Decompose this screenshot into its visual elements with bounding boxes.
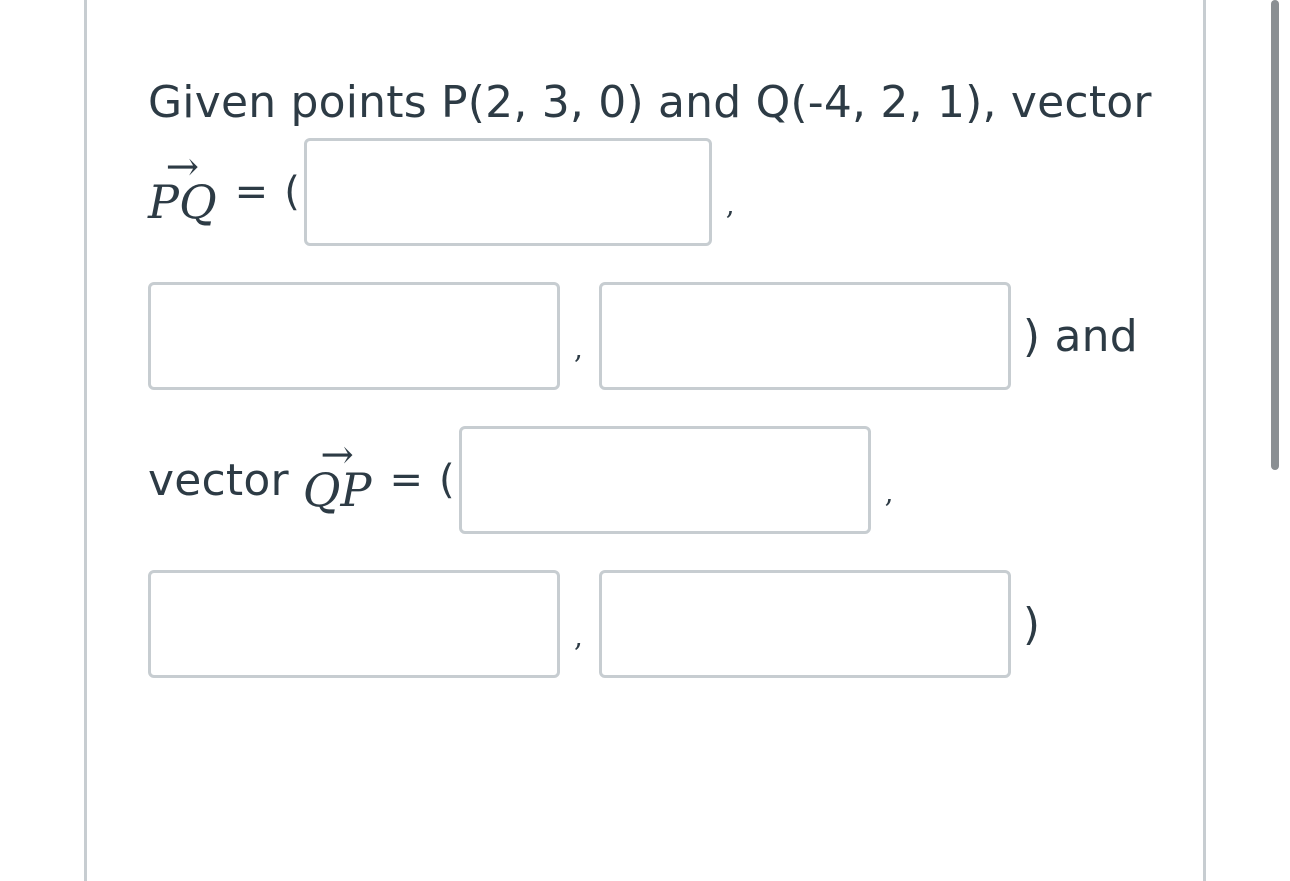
question-intro: Given points P(2, 3, 0) and Q(-4, 2, 1),…	[148, 76, 1152, 128]
vector-arrow-icon: →	[165, 144, 200, 190]
qp-x-input[interactable]	[458, 426, 871, 534]
pq-y-input[interactable]	[148, 282, 560, 390]
comma: ,	[884, 475, 894, 509]
pq-line: → PQ = ( ,	[148, 136, 735, 248]
scrollbar[interactable]	[1268, 0, 1282, 881]
qp-line: vector → QP = ( ,	[148, 424, 893, 536]
pq-x-input[interactable]	[303, 138, 712, 246]
pq-line-2: , ) and	[148, 280, 1138, 392]
vector-arrow-icon: →	[320, 432, 354, 478]
close-paren: )	[1022, 598, 1041, 650]
pq-letters: PQ	[148, 175, 217, 229]
qp-vector-label: → QP	[302, 435, 372, 517]
content-border-right	[1203, 0, 1206, 881]
content-border-left	[84, 0, 87, 881]
qp-z-input[interactable]	[598, 570, 1011, 678]
qp-line-2: , )	[148, 568, 1040, 680]
question-body: Given points P(2, 3, 0) and Q(-4, 2, 1),…	[148, 70, 1151, 710]
close-paren-and: ) and	[1022, 310, 1138, 362]
qp-letters: QP	[302, 463, 372, 517]
open-paren: (	[284, 169, 300, 215]
question-intro-line: Given points P(2, 3, 0) and Q(-4, 2, 1),…	[148, 70, 1152, 134]
comma: ,	[574, 619, 583, 653]
equals-sign: =	[234, 169, 269, 215]
equals-sign: =	[389, 457, 423, 503]
qp-y-input[interactable]	[148, 570, 560, 678]
comma: ,	[725, 187, 735, 221]
qp-prefix: vector	[148, 454, 289, 506]
scrollbar-thumb[interactable]	[1271, 0, 1279, 470]
comma: ,	[574, 331, 583, 365]
pq-vector-label: → PQ	[148, 147, 217, 229]
open-paren: (	[438, 457, 455, 503]
pq-z-input[interactable]	[598, 282, 1011, 390]
